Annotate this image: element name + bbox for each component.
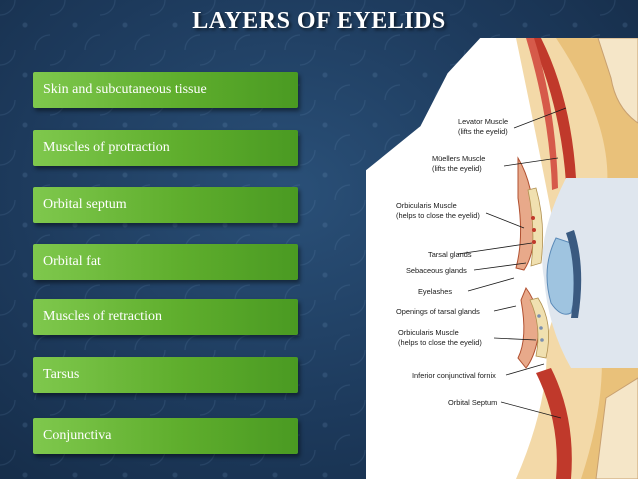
gland-dot	[532, 240, 536, 244]
lower-muscle-shape	[536, 368, 572, 479]
gland-dot	[537, 314, 541, 318]
gland-dot	[539, 326, 543, 330]
layer-muscles-protraction: Muscles of protraction	[33, 130, 298, 166]
label-orbicularis-top: Orbicularis Muscle	[396, 201, 457, 210]
label-orbicularis-bottom: Orbicularis Muscle	[398, 328, 459, 337]
layer-skin: Skin and subcutaneous tissue	[33, 72, 298, 108]
muellers-muscle-shape	[526, 38, 558, 190]
layer-orbital-septum: Orbital septum	[33, 187, 298, 223]
layer-conjunctiva: Conjunctiva	[33, 418, 298, 454]
gland-dot	[532, 228, 536, 232]
label-sebaceous-glands: Sebaceous glands	[406, 266, 467, 275]
label-fornix: Inferior conjunctival fornix	[412, 371, 496, 380]
label-muellers: Müellers Muscle	[432, 154, 485, 163]
eyelid-anatomy-figure: Levator Muscle (lifts the eyelid) Müelle…	[366, 38, 638, 479]
gland-dot	[531, 216, 535, 220]
upper-tarsus	[527, 187, 544, 267]
label-orbicularis-bottom-sub: (helps to close the eyelid)	[398, 338, 482, 347]
lower-bone	[595, 377, 638, 479]
levator-muscle-shape	[531, 38, 576, 183]
label-levator-sub: (lifts the eyelid)	[458, 127, 508, 136]
slide-title: LAYERS OF EYELIDS	[192, 8, 446, 34]
leader-lines	[457, 107, 567, 419]
iris	[566, 230, 582, 318]
layer-tarsus: Tarsus	[33, 357, 298, 393]
label-septum: Orbital Septum	[448, 398, 497, 407]
gland-dot	[540, 338, 544, 342]
label-muellers-sub: (lifts the eyelid)	[432, 164, 482, 173]
label-openings: Openings of tarsal glands	[396, 307, 480, 316]
label-tarsal-glands: Tarsal glands	[428, 250, 472, 259]
eyelid-cross-section: Levator Muscle (lifts the eyelid) Müelle…	[396, 38, 638, 479]
layer-orbital-fat: Orbital fat	[33, 244, 298, 280]
label-levator: Levator Muscle	[458, 117, 508, 126]
eyeball	[542, 178, 638, 368]
label-eyelashes: Eyelashes	[418, 287, 452, 296]
layer-muscles-retraction: Muscles of retraction	[33, 299, 298, 335]
label-orbicularis-top-sub: (helps to close the eyelid)	[396, 211, 480, 220]
